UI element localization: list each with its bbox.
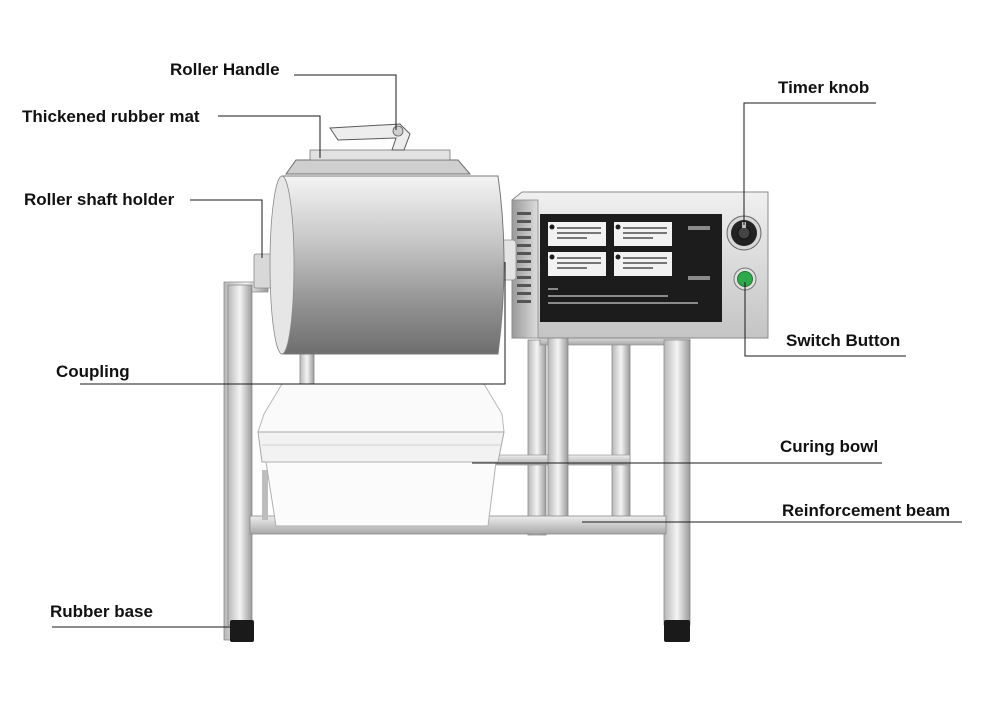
switch-button-icon[interactable] [733, 267, 757, 291]
label-switch-button: Switch Button [786, 331, 900, 350]
lid-rubber-mat [285, 159, 472, 175]
label-rubber-base: Rubber base [50, 602, 153, 621]
label-rubber-mat: Thickened rubber mat [22, 107, 200, 126]
mid-leg [547, 337, 569, 521]
instruction-cards [548, 222, 710, 304]
back-leg-mid [527, 339, 547, 536]
vent-slots [517, 212, 531, 303]
leader-lines [52, 74, 962, 628]
tumbler-drum [253, 123, 517, 355]
label-timer-knob: Timer knob [778, 78, 869, 97]
labels: Roller Handle Thickened rubber mat Rolle… [22, 60, 950, 621]
label-curing-bowl: Curing bowl [780, 437, 878, 456]
rubber-foot-left [230, 620, 254, 642]
roller-handle-icon[interactable] [329, 123, 411, 151]
control-box [511, 191, 769, 339]
front-leg-left [227, 284, 253, 626]
label-shaft-holder: Roller shaft holder [24, 190, 175, 209]
front-leg-right [663, 339, 691, 626]
curing-bowl [257, 383, 505, 527]
label-coupling: Coupling [56, 362, 130, 381]
roller-shaft-holder [253, 253, 273, 289]
label-roller-handle: Roller Handle [170, 60, 280, 79]
label-reinforcement-beam: Reinforcement beam [782, 501, 950, 520]
rubber-foot-right [664, 620, 690, 642]
back-leg-right [611, 339, 631, 531]
side-bar [262, 470, 268, 520]
